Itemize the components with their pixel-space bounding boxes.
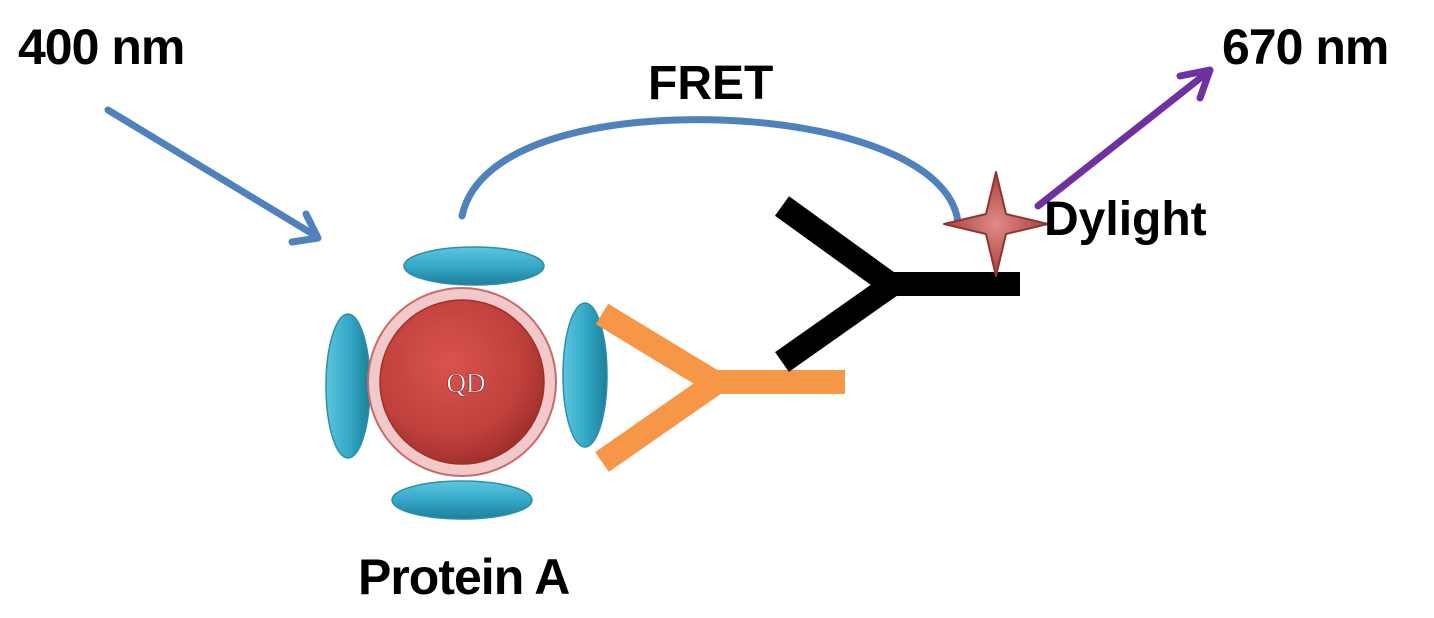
protein-a-bottom: [391, 480, 533, 520]
protein-a-left: [325, 313, 371, 459]
quantum-dot: [367, 287, 557, 477]
fret-arc: [458, 116, 962, 226]
excitation-arrow: [104, 106, 322, 246]
protein-a-top: [403, 246, 545, 286]
primary-antibody: [595, 303, 845, 472]
qd-label: QD: [447, 368, 486, 398]
protein-a-complex: [325, 246, 608, 520]
emission-wavelength-label: 670 nm: [1222, 19, 1389, 75]
protein-a-right: [562, 302, 608, 448]
emission-arrow: [1034, 66, 1214, 210]
secondary-antibody: [774, 196, 1020, 372]
dylight-star: [943, 171, 1049, 277]
protein-a-label: Protein A: [358, 549, 570, 605]
dylight-label: Dylight: [1044, 193, 1207, 246]
fret-label: FRET: [648, 57, 774, 110]
excitation-wavelength-label: 400 nm: [18, 19, 185, 75]
